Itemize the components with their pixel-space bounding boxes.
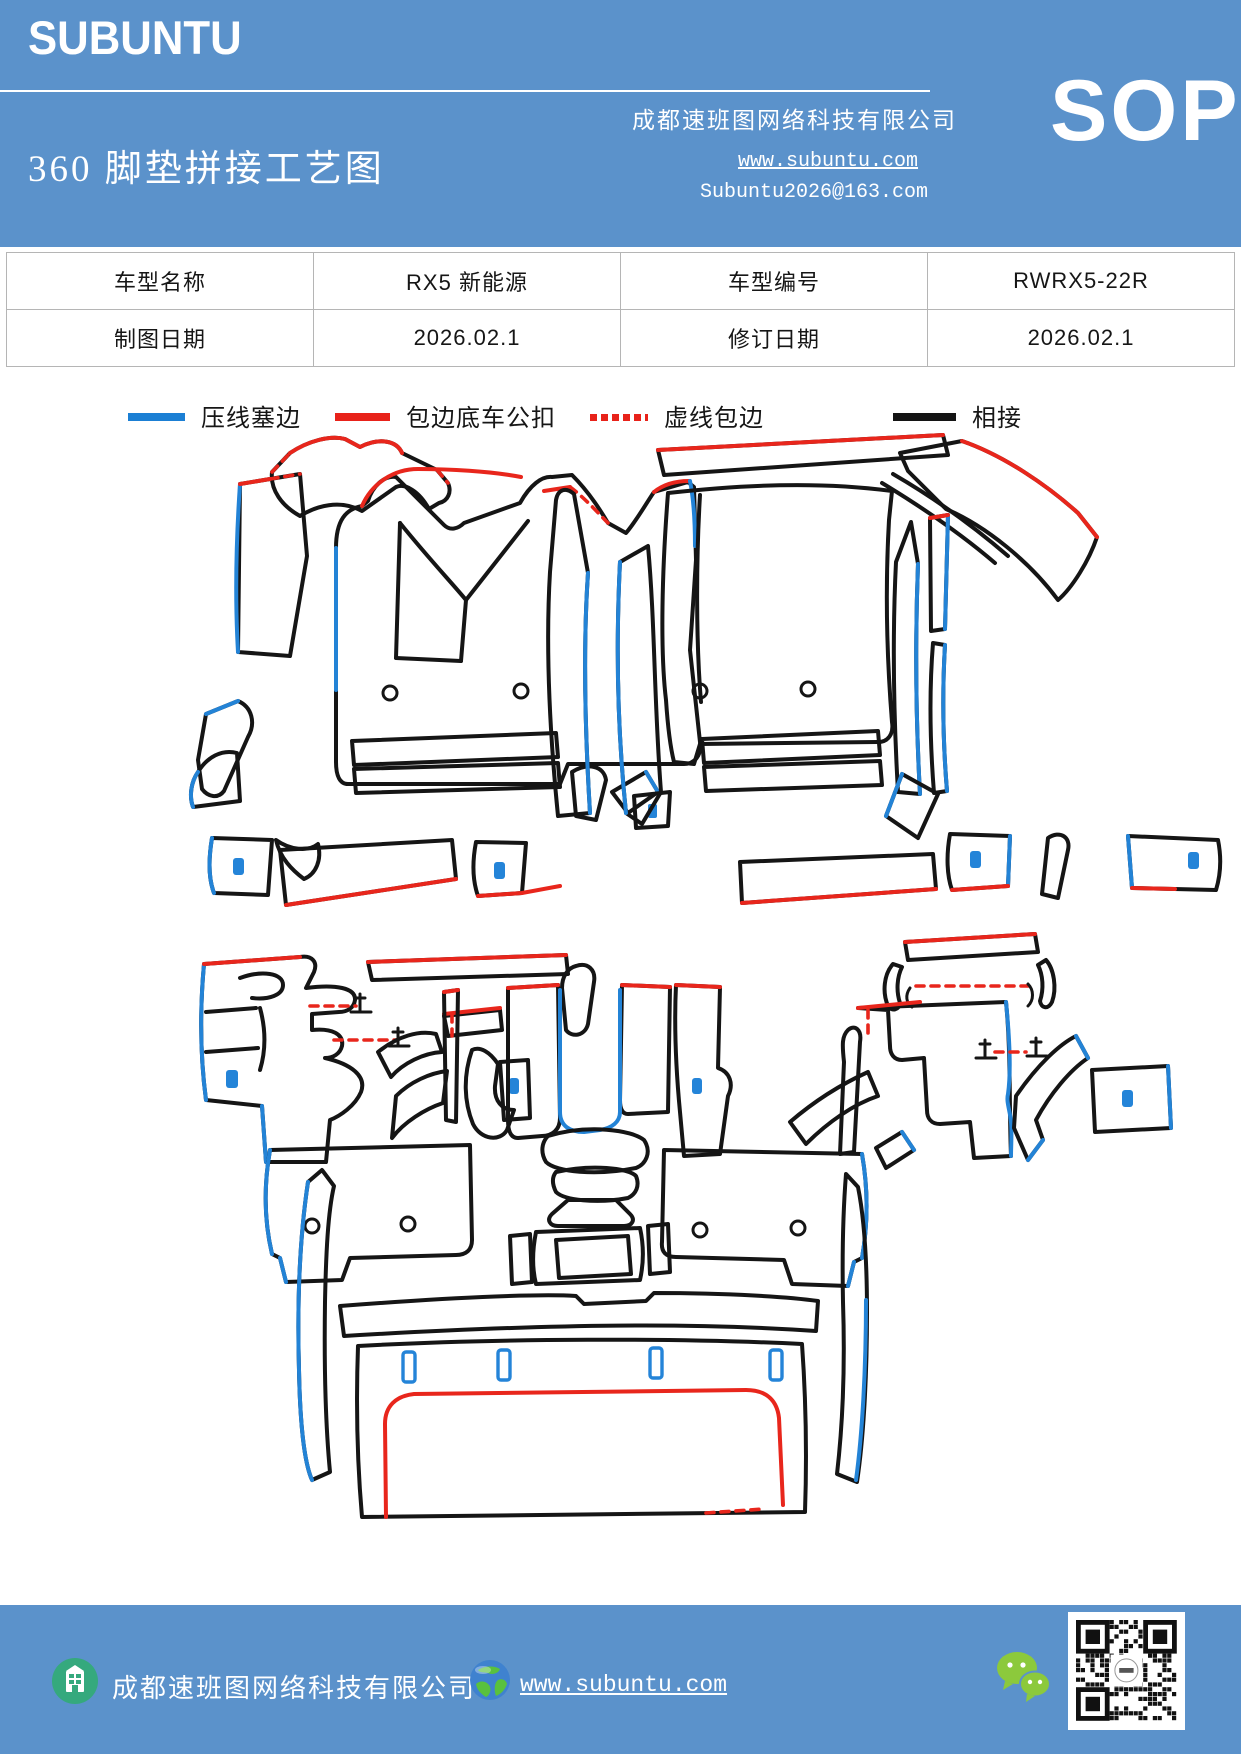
header-company-name: 成都速班图网络科技有限公司 [632, 107, 957, 133]
globe-icon [470, 1660, 510, 1700]
model-name-value: RX5 新能源 [313, 252, 621, 310]
trunk-group [263, 1130, 916, 1519]
vehicle-info-table: 车型名称 RX5 新能源 车型编号 RWRX5-22R 制图日期 2026.02… [6, 252, 1235, 367]
header: SUBUNTU 成都速班图网络科技有限公司 SOP 360 脚垫拼接工艺图 ww… [0, 0, 1241, 247]
rear-mats-group [199, 932, 1173, 1203]
legend-item-dashed-bind: 虚线包边 [590, 398, 764, 433]
table-row: 制图日期 2026.02.1 修订日期 2026.02.1 [6, 309, 1235, 367]
legend-item-press-edge: 压线塞边 [128, 398, 301, 433]
model-code-value: RWRX5-22R [927, 252, 1235, 310]
revise-date-label: 修订日期 [620, 309, 928, 367]
header-email: Subuntu2026@163.com [700, 181, 929, 204]
footer-website-link[interactable]: www.subuntu.com [520, 1672, 728, 1698]
wechat-icon [997, 1652, 1051, 1702]
legend-item-bind-edge: 包边底车公扣 [335, 398, 556, 433]
brand-logo: SUBUNTU [28, 11, 242, 64]
model-code-label: 车型编号 [620, 252, 928, 310]
page-title: 360 脚垫拼接工艺图 [28, 149, 385, 190]
header-divider [0, 90, 930, 92]
red-line-swatch [335, 413, 390, 421]
blue-line-swatch [128, 413, 185, 421]
header-website-link[interactable]: www.subuntu.com [738, 150, 919, 173]
draw-date-value: 2026.02.1 [313, 309, 621, 367]
draw-date-label: 制图日期 [6, 309, 314, 367]
model-name-label: 车型名称 [6, 252, 314, 310]
legend-item-joint: 相接 [893, 398, 1022, 433]
red-dashed-swatch [590, 413, 648, 421]
table-row: 车型名称 RX5 新能源 车型编号 RWRX5-22R [6, 252, 1235, 310]
legend-label: 相接 [972, 405, 1022, 432]
qr-code [1068, 1612, 1185, 1730]
sop-label: SOP [1050, 63, 1241, 159]
legend-label: 虚线包边 [664, 405, 764, 432]
footer-company-name: 成都速班图网络科技有限公司 [112, 1673, 477, 1703]
legend-label: 包边底车公扣 [406, 405, 556, 432]
legend-label: 压线塞边 [201, 405, 301, 432]
revise-date-value: 2026.02.1 [927, 309, 1235, 367]
black-line-swatch [893, 413, 956, 421]
front-mats-group [188, 433, 1223, 907]
building-icon [52, 1658, 98, 1704]
